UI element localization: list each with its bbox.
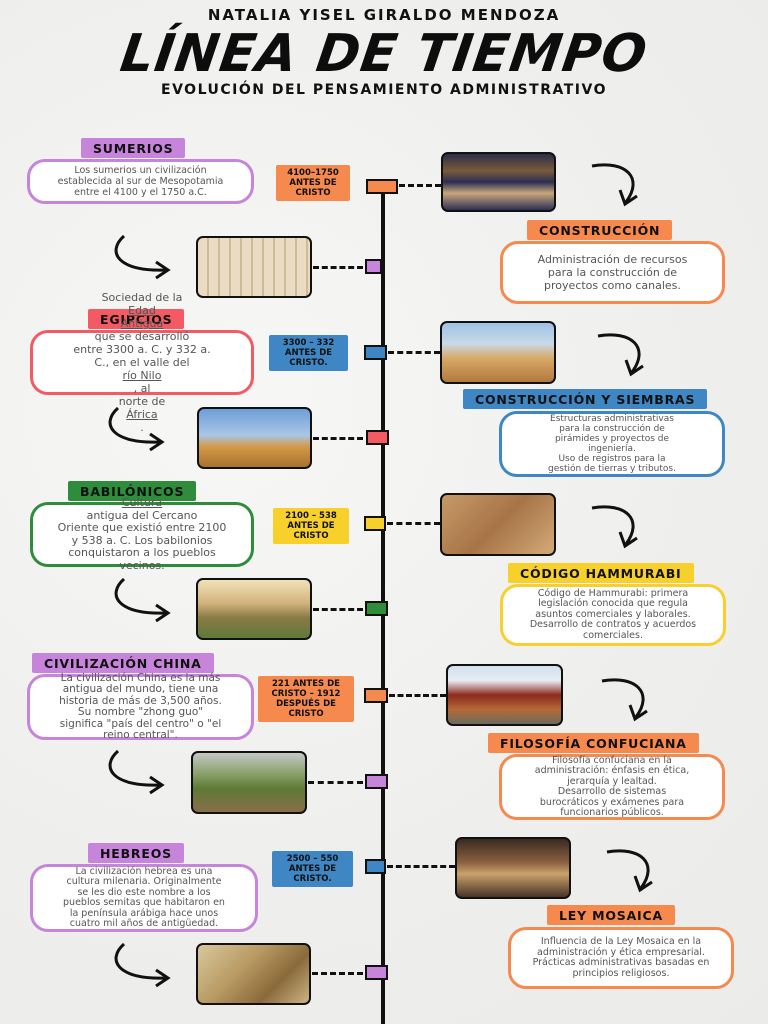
connector-line	[389, 694, 446, 697]
curved-arrow-icon	[601, 678, 648, 722]
topic-label-filosofia-confuciana: FILOSOFÍA CONFUCIANA	[488, 733, 699, 753]
timeline-marker-babilonicos	[364, 516, 386, 531]
babylonian-relief-image	[440, 493, 556, 556]
page-subtitle: EVOLUCIÓN DEL PENSAMIENTO ADMINISTRATIVO	[161, 82, 607, 98]
babylon-city-image	[196, 578, 312, 640]
connector-line	[387, 865, 455, 868]
timeline-marker-hebreos	[365, 859, 386, 874]
civ-label-babilonicos: BABILÓNICOS	[68, 481, 197, 501]
author-name: NATALIA YISEL GIRALDO MENDOZA	[207, 6, 561, 24]
topic-label-construccion: CONSTRUCCIÓN	[527, 220, 673, 240]
civ-label-china: CIVILIZACIÓN CHINA	[32, 653, 214, 673]
curved-arrow-icon	[108, 749, 165, 795]
connector-line	[388, 351, 440, 354]
connector-line	[308, 781, 363, 784]
civ-label-sumerios: SUMERIOS	[81, 138, 186, 158]
curved-arrow-icon	[114, 234, 171, 280]
pyramids-image	[197, 407, 312, 469]
curved-arrow-icon	[591, 505, 638, 549]
curved-arrow-icon	[606, 849, 653, 893]
civ-desc-babilonicos: Cultura antigua del Cercano Oriente que …	[30, 496, 254, 571]
curved-arrow-icon	[108, 406, 165, 452]
civ-label-hebreos: HEBREOS	[88, 843, 184, 863]
curved-arrow-icon	[591, 163, 638, 207]
timeline-marker-sumerios	[366, 179, 398, 194]
cuneiform-table-image	[196, 236, 312, 298]
topic-label-codigo-hammurabi: CÓDIGO HAMMURABI	[508, 563, 694, 583]
sphinx-image	[440, 321, 556, 384]
page-title: LÍNEA DE TIEMPO	[116, 24, 652, 84]
connector-line	[312, 972, 363, 975]
civ-desc-egipcios: Sociedad de la Edad Antigua que se desar…	[30, 291, 254, 434]
curved-arrow-icon	[114, 577, 171, 623]
curved-arrow-icon	[597, 333, 644, 377]
curved-arrow-icon	[114, 942, 171, 988]
hebrew-scene-image	[455, 837, 571, 899]
timeline-marker	[365, 965, 388, 980]
timeline-marker	[365, 601, 388, 616]
chinese-temple-image	[446, 664, 563, 726]
connector-line	[313, 266, 363, 269]
ancient-map-image	[196, 943, 311, 1005]
sumerian-mosaic-image	[441, 152, 556, 212]
timeline-marker	[365, 774, 388, 789]
timeline-marker	[366, 430, 389, 445]
topic-label-construccion-siembras: CONSTRUCCIÓN Y SIEMBRAS	[463, 389, 708, 409]
civ-label-egipcios: EGIPCIOS	[88, 309, 185, 329]
connector-line	[313, 608, 363, 611]
connector-line	[387, 522, 440, 525]
timeline-marker-china	[364, 688, 388, 703]
topic-label-ley-mosaica: LEY MOSAICA	[547, 905, 675, 925]
connector-line	[313, 437, 363, 440]
great-wall-image	[191, 751, 307, 814]
connector-line	[399, 184, 441, 187]
timeline-marker	[365, 259, 382, 274]
timeline-marker-egipcios	[364, 345, 387, 360]
